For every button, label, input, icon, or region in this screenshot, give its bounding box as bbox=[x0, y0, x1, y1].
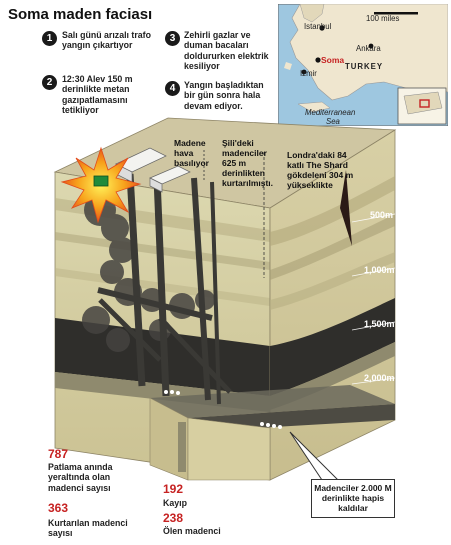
step-4-number: 4 bbox=[165, 81, 180, 96]
stat-rescued-number: 363 bbox=[48, 501, 69, 515]
turkey-location-map bbox=[278, 4, 448, 126]
main-shaft-right bbox=[153, 177, 170, 397]
stat-dead-number: 238 bbox=[163, 511, 184, 525]
step-3-number: 3 bbox=[165, 31, 180, 46]
map-label-izmir: Izmir bbox=[300, 69, 317, 78]
trapped-miners-icon bbox=[164, 390, 282, 429]
stat-missing-number: 192 bbox=[163, 482, 184, 496]
incline-tunnel-2 bbox=[158, 316, 232, 394]
map-label-ankara: Ankara bbox=[356, 44, 381, 53]
map-label-sea-line2: Sea bbox=[326, 117, 340, 126]
stat-rescued-label: Kurtarılan madenci sayısı bbox=[48, 518, 128, 539]
coal-seam-side bbox=[270, 298, 395, 396]
label-shard-height: Londra'daki 84 katlı The Shard gökdeleni… bbox=[287, 150, 354, 190]
stat-underground-number: 787 bbox=[48, 447, 69, 461]
step-2-text: 12:30 Alev 150 m derinlikte metan gazıpa… bbox=[62, 74, 133, 116]
stratum-band bbox=[270, 176, 395, 246]
depth-label-1000: 1,000m bbox=[364, 265, 395, 275]
depth-label-1500: 1,500m bbox=[364, 319, 395, 329]
map-label-soma: Soma bbox=[321, 55, 345, 65]
tunnel-floor bbox=[150, 385, 395, 418]
map-label-sea-line1: Mediterranean bbox=[305, 108, 356, 117]
depth-label-2500: 2,500m bbox=[364, 438, 395, 448]
stratum-band bbox=[270, 214, 395, 280]
label-air-pumped: Madene hava basılıyor bbox=[174, 138, 209, 168]
step-4-text: Yangın başladıktan bir gün sonra hala de… bbox=[184, 80, 264, 111]
step-1-number: 1 bbox=[42, 31, 57, 46]
main-shaft-left bbox=[126, 173, 146, 387]
step-2-number: 2 bbox=[42, 75, 57, 90]
trapped-miners-callout: Madenciler 2.000 M derinlikte hapis kald… bbox=[311, 479, 395, 518]
map-label-turkey: TURKEY bbox=[345, 62, 384, 71]
step-1-text: Salı günü arızalı trafo yangın çıkartıyo… bbox=[62, 30, 151, 51]
stat-dead-label: Ölen madenci bbox=[163, 526, 221, 536]
depth-label-500: 500m bbox=[370, 210, 394, 220]
label-chile-miners: Şili'deki madenciler 625 m derinlikten k… bbox=[222, 138, 274, 188]
lower-shaft bbox=[178, 422, 186, 472]
stratum-band bbox=[270, 252, 395, 310]
depth-ticks bbox=[351, 213, 396, 451]
shard-tower-icon bbox=[340, 170, 352, 246]
incline-tunnel bbox=[98, 298, 162, 362]
page-title: Soma maden faciası bbox=[8, 6, 153, 23]
air-shaft-2 bbox=[210, 181, 221, 405]
depth-label-2000: 2,000m bbox=[364, 373, 395, 383]
lower-block-front bbox=[187, 417, 271, 481]
stat-underground-label: Patlama anında yeraltında olan madenci s… bbox=[48, 462, 113, 493]
map-label-istanbul: Istanbul bbox=[304, 22, 332, 31]
transformer-icon bbox=[93, 175, 109, 187]
map-scale-label: 100 miles bbox=[366, 14, 400, 23]
step-3-text: Zehirli gazlar ve duman bacaları dolduru… bbox=[184, 30, 269, 72]
stat-missing-label: Kayıp bbox=[163, 498, 187, 508]
cross-tunnel bbox=[97, 287, 213, 321]
